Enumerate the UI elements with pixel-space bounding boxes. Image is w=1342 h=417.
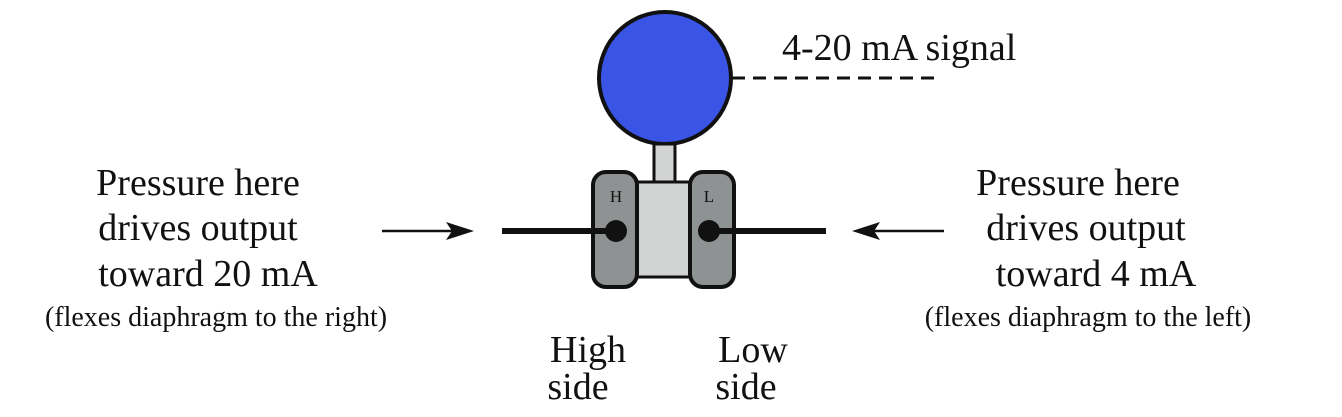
left-note-detail: (flexes diaphragm to the right) xyxy=(45,302,387,333)
left-note-line2: drives output xyxy=(98,207,298,249)
low-port-dot xyxy=(698,220,720,242)
low-side-line1: Low xyxy=(718,329,788,371)
low-side-line2: side xyxy=(715,366,776,408)
high-side-line2: side xyxy=(547,366,608,408)
high-side-line1: High xyxy=(550,329,626,371)
high-port-letter: H xyxy=(610,187,622,206)
low-side-label: Low side xyxy=(715,329,788,408)
high-port-dot xyxy=(605,220,627,242)
transmitter-head xyxy=(597,10,733,146)
low-port-letter: L xyxy=(704,187,714,206)
right-note: Pressure here drives output toward 4 mA … xyxy=(925,162,1252,333)
high-side-label: High side xyxy=(547,329,626,408)
transmitter-body xyxy=(633,180,694,279)
left-note-line1: Pressure here xyxy=(96,162,300,204)
right-note-line2: drives output xyxy=(986,207,1186,249)
left-note-line3: toward 20 mA xyxy=(98,253,318,295)
signal-label: 4-20 mA signal xyxy=(782,27,1016,69)
right-note-line1: Pressure here xyxy=(976,162,1180,204)
left-note: Pressure here drives output toward 20 mA… xyxy=(45,162,387,333)
right-note-detail: (flexes diaphragm to the left) xyxy=(925,302,1252,333)
left-arrow-icon xyxy=(382,222,474,240)
transmitter-neck xyxy=(652,142,677,186)
right-arrow-icon xyxy=(852,222,944,240)
right-note-line3: toward 4 mA xyxy=(996,253,1197,295)
